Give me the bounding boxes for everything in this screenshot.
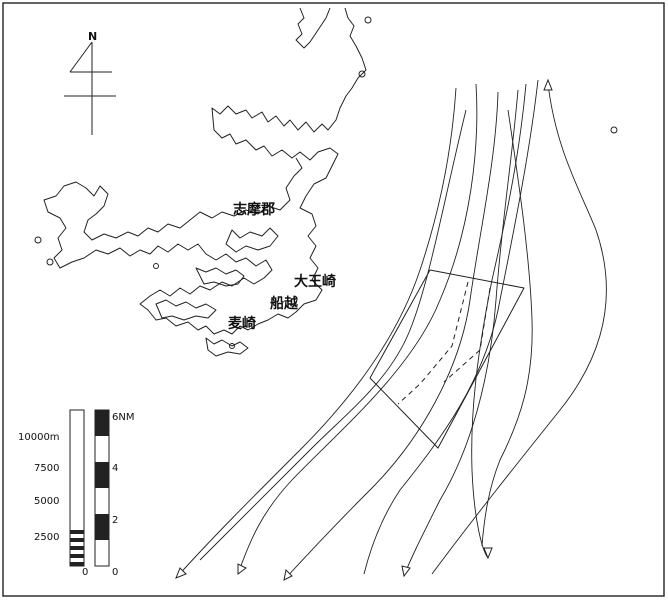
metric-scale-label: 0 [82,567,88,578]
metric-scale-label: 10000m [18,432,60,443]
place-label-shima-gun: 志摩郡 [233,201,275,218]
vessel-track [283,91,499,581]
arrowhead-icon [483,547,493,560]
arrowhead-icon [543,78,553,91]
arrowhead-icon [237,563,247,575]
nautical-scale-bar: 6NM 4 2 0 [94,409,134,578]
vessel-track [199,109,467,561]
arrowhead-icon [401,565,411,578]
metric-scale-label: 7500 [34,463,59,474]
metric-scale-label: 2500 [34,532,59,543]
nautical-scale-label: 0 [112,567,118,578]
vessel-track [471,83,527,559]
arrowhead-icon [283,568,293,581]
vessel-track [403,89,519,577]
vessel-track [431,83,607,575]
dashed-route [397,281,469,405]
nautical-scale-label: 2 [112,515,118,526]
metric-scale-bar: 10000m 7500 5000 2500 0 [18,409,88,578]
place-label-daiozaki: 大王崎 [294,273,336,290]
north-arrow-icon: N [64,30,116,135]
metric-scale-label: 5000 [34,496,59,507]
vessel-tracks [175,78,607,581]
arrowhead-icon [175,567,187,579]
nautical-scale-label: 6NM [112,412,134,423]
vessel-track [363,79,539,575]
coastline [34,7,618,357]
place-label-funakoshi: 船越 [270,295,299,312]
vessel-track [481,109,533,547]
vessel-track [175,87,457,579]
nautical-scale-label: 4 [112,463,118,474]
vessel-track [237,83,478,575]
survey-area-box [369,269,525,449]
place-label-mugisaki: 麦崎 [228,315,256,332]
north-label: N [88,30,97,43]
